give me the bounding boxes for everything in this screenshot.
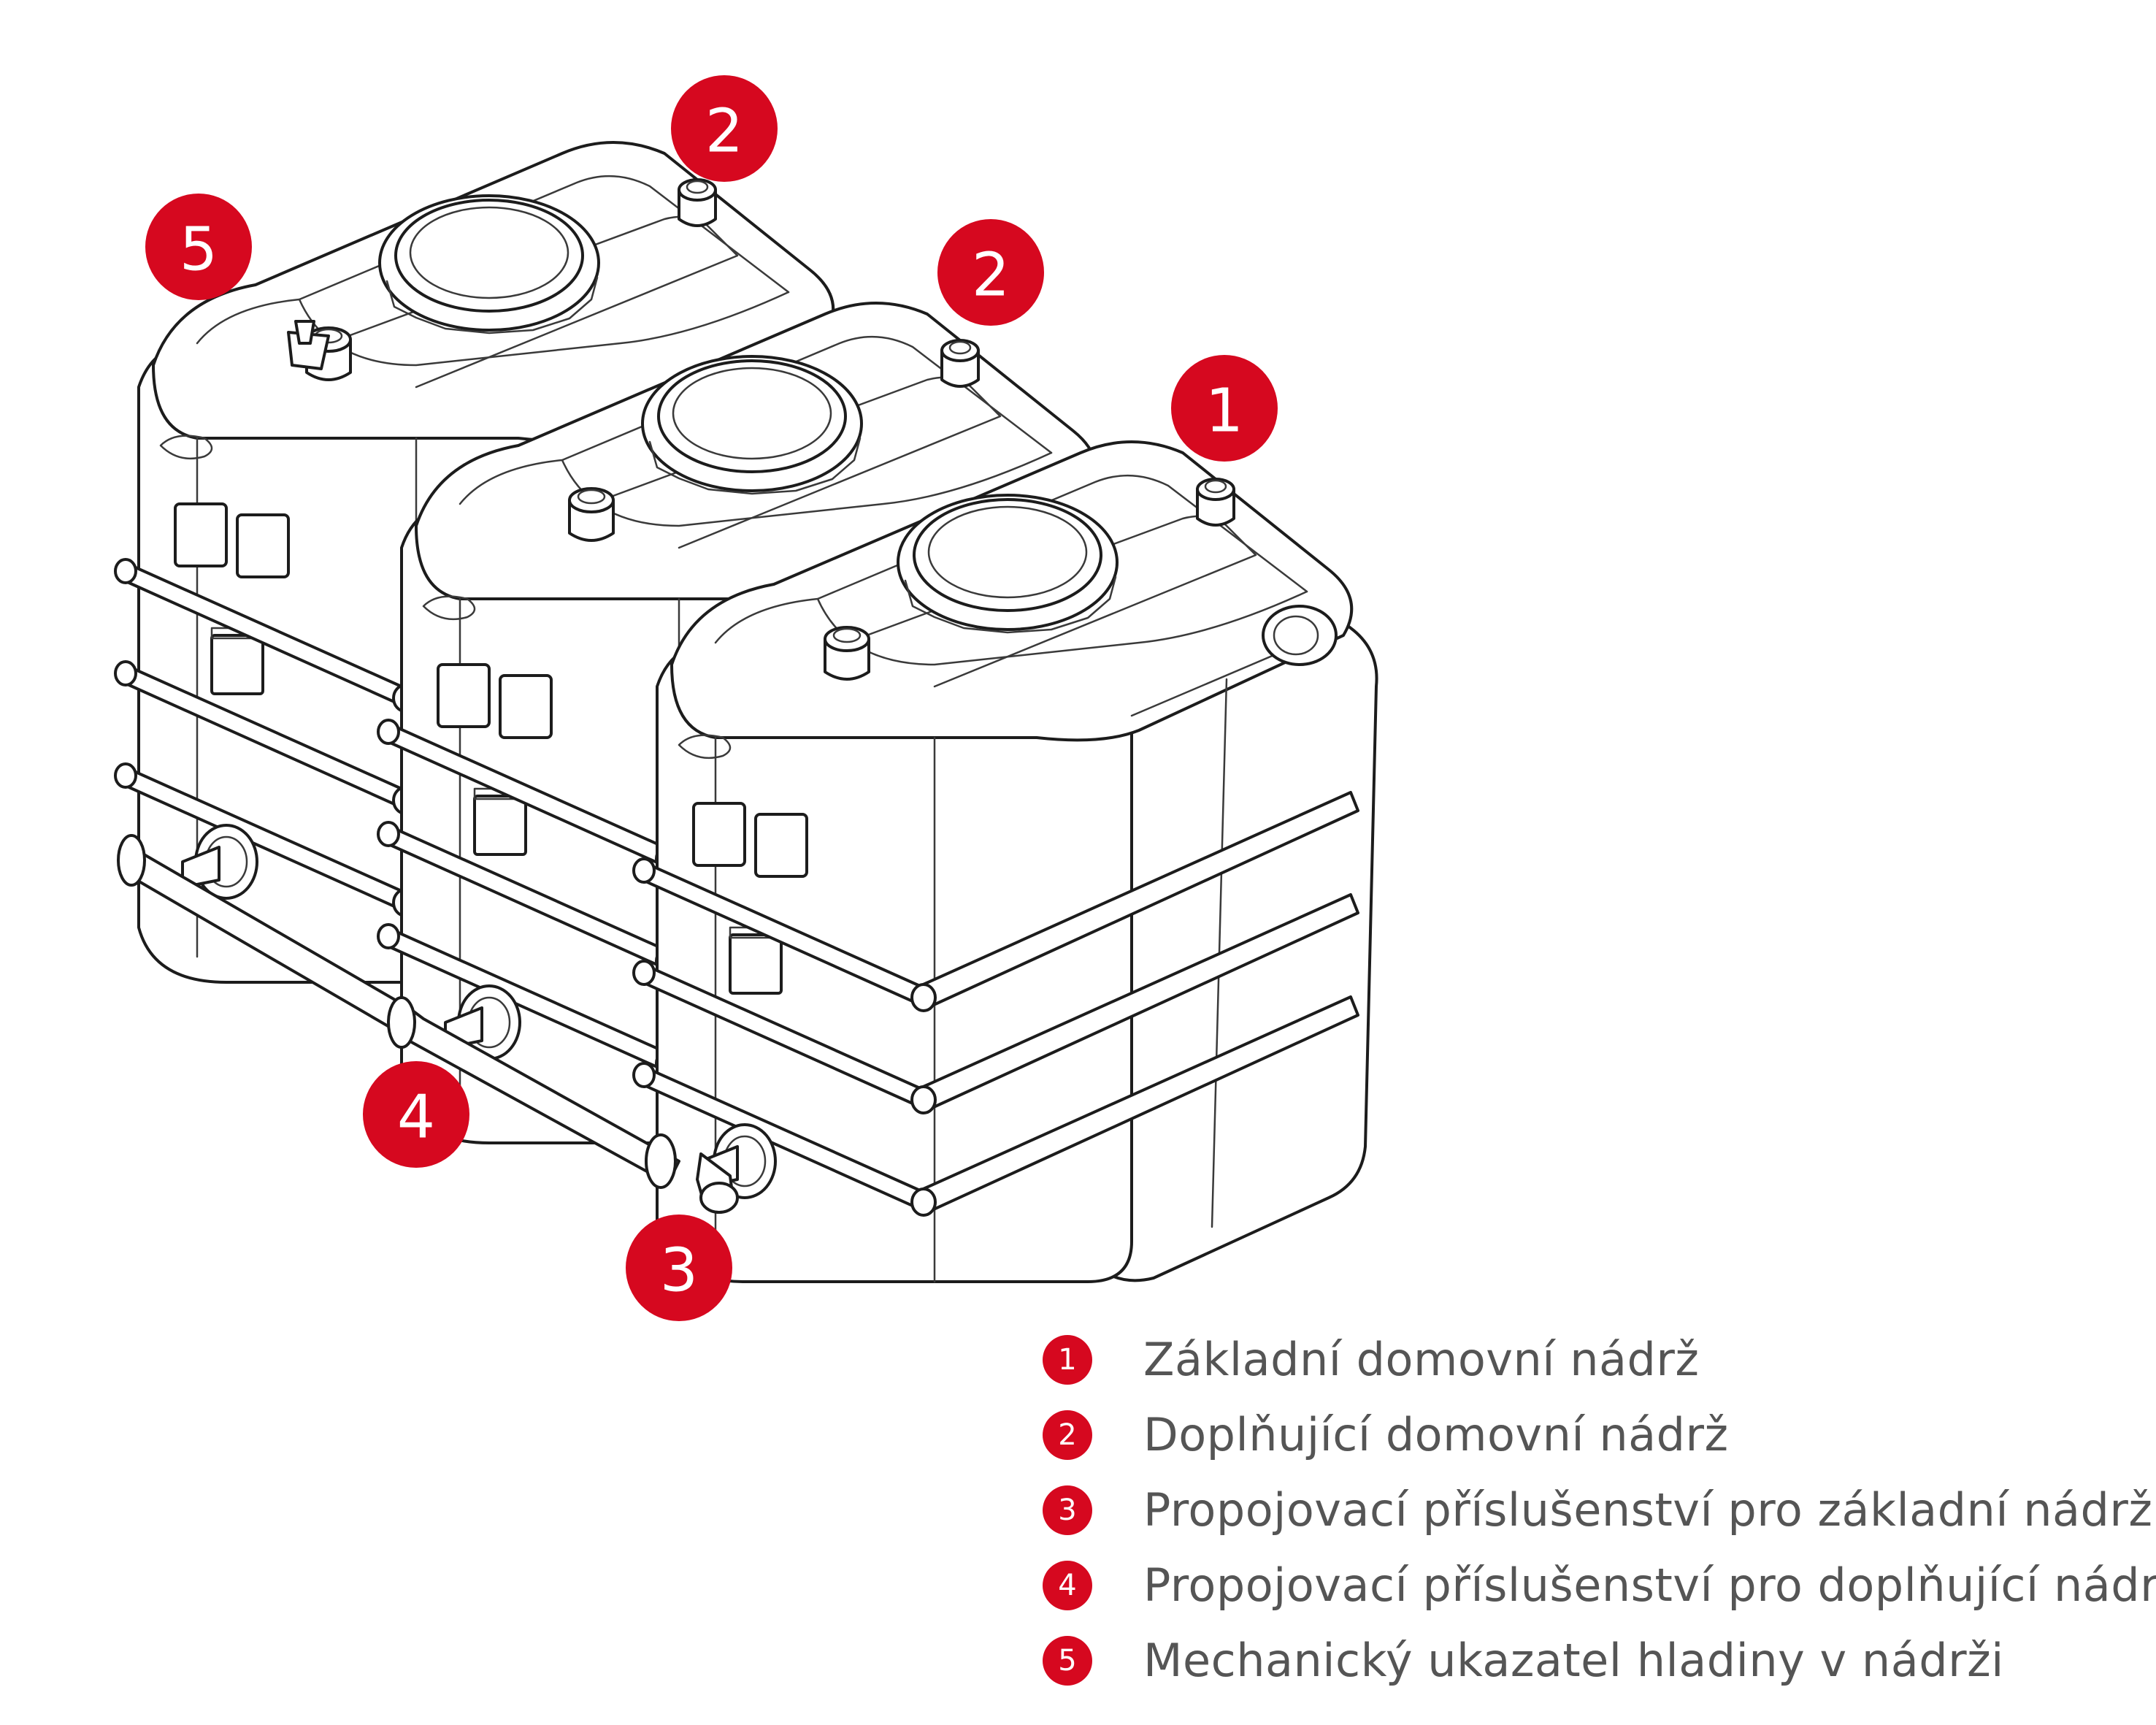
legend-label: Základní domovní nádrž <box>1143 1333 1700 1386</box>
legend-item: 1 Základní domovní nádrž <box>1043 1322 2138 1397</box>
basic-tank-connector <box>645 1133 739 1214</box>
legend-number-badge: 2 <box>1043 1410 1092 1460</box>
callout-badge: 2 <box>671 75 778 182</box>
vent-grille <box>1262 605 1338 666</box>
callout-badge: 1 <box>1171 355 1278 462</box>
callout-badge: 4 <box>363 1061 469 1168</box>
level-indicator <box>287 320 330 370</box>
legend-label: Mechanický ukazatel hladiny v nádrži <box>1143 1634 2004 1687</box>
callout-badge: 2 <box>937 219 1044 326</box>
svg-text:5: 5 <box>180 215 218 285</box>
legend-number-badge: 5 <box>1043 1635 1092 1686</box>
legend-label: Doplňující domovní nádrž <box>1143 1408 1729 1461</box>
basic-tank <box>632 440 1378 1283</box>
legend-item: 2 Doplňující domovní nádrž <box>1043 1397 2138 1472</box>
legend-number-badge: 3 <box>1043 1485 1092 1535</box>
legend-number-badge: 1 <box>1043 1334 1092 1385</box>
svg-text:2: 2 <box>705 97 743 167</box>
legend-item: 3 Propojovací příslušenství pro základní… <box>1043 1472 2152 1548</box>
back-tank <box>114 141 860 984</box>
legend-number-badge: 4 <box>1043 1560 1092 1610</box>
legend-item: 5 Mechanický ukazatel hladiny v nádrži <box>1043 1623 2138 1698</box>
callout-badge: 5 <box>145 194 252 300</box>
legend-label: Propojovací příslušenství pro doplňující… <box>1143 1558 2156 1612</box>
callout-badge: 3 <box>626 1215 732 1321</box>
svg-text:3: 3 <box>660 1236 698 1306</box>
legend-label: Propojovací příslušenství pro základní n… <box>1143 1483 2153 1537</box>
svg-text:2: 2 <box>972 241 1010 310</box>
legend-item: 4 Propojovací příslušenství pro doplňují… <box>1043 1548 2156 1623</box>
svg-text:1: 1 <box>1205 377 1243 446</box>
legend: 1 Základní domovní nádrž 2 Doplňující do… <box>1043 1322 2156 1698</box>
svg-text:4: 4 <box>397 1083 435 1152</box>
